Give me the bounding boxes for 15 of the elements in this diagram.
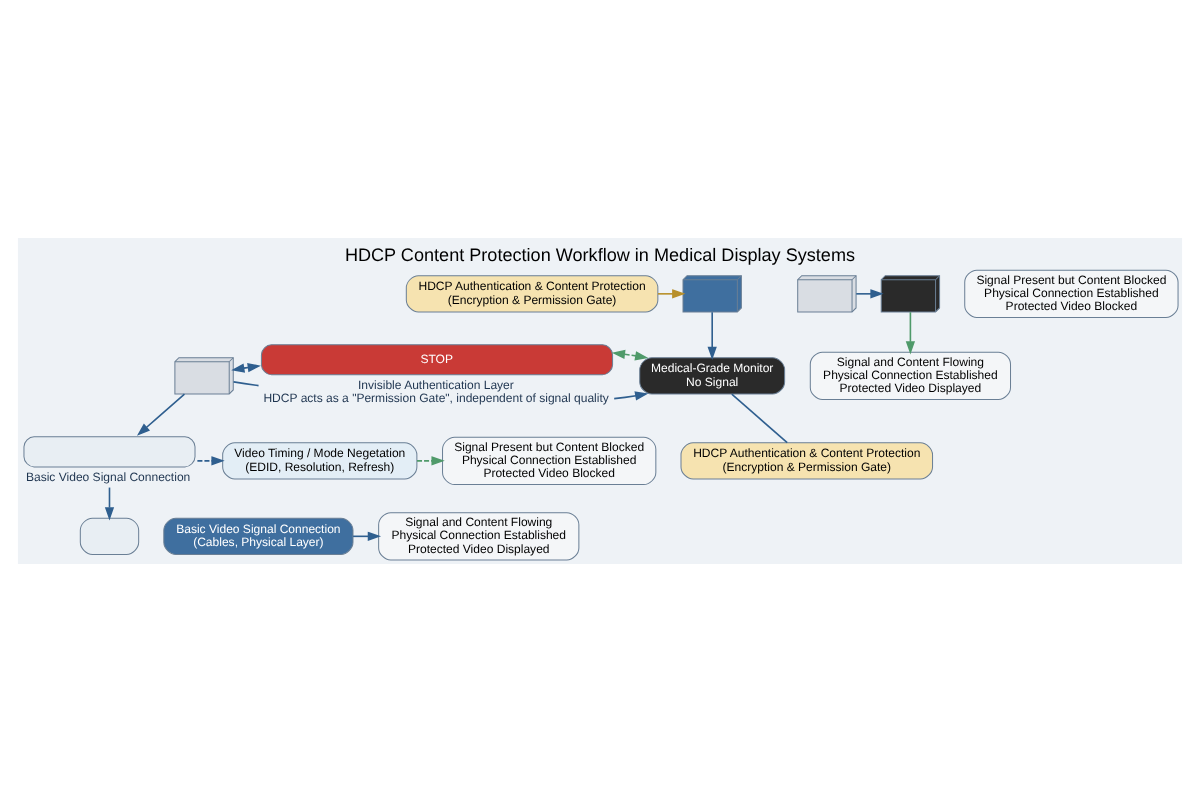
- diagram-title: HDCP Content Protection Workflow in Medical Display Systems: [344, 243, 856, 264]
- arrow: [855, 288, 884, 298]
- arrow: [905, 310, 916, 354]
- connector: [232, 380, 260, 386]
- arrow: [707, 310, 717, 359]
- connector: [731, 392, 788, 443]
- arrow: [657, 288, 686, 298]
- arrow: [231, 361, 261, 372]
- arrow: [104, 485, 115, 520]
- arrow: [196, 455, 225, 465]
- arrow: [136, 392, 186, 435]
- arrow: [613, 390, 649, 400]
- node-box: [79, 516, 140, 554]
- arrow: [416, 455, 445, 465]
- arrow: [611, 348, 649, 360]
